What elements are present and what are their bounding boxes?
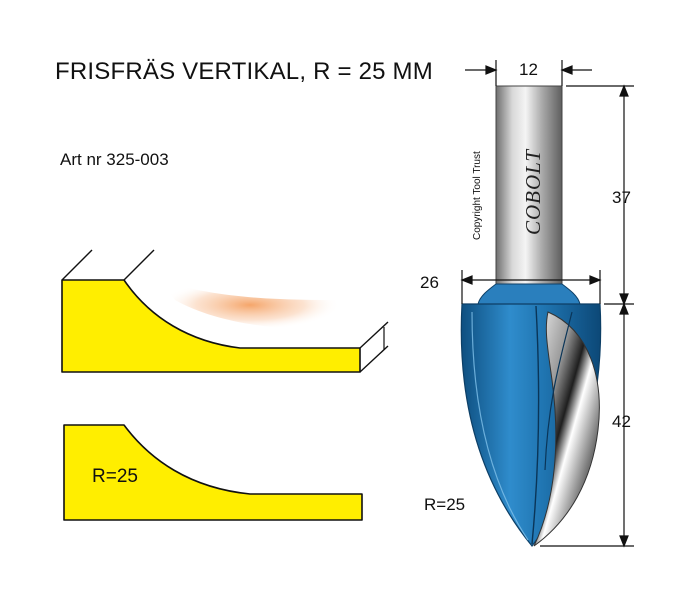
- workpiece-3d-face: [61, 279, 361, 373]
- page-title: FRISFRÄS VERTIKAL, R = 25 MM: [55, 58, 433, 85]
- dimension-cutter-diameter: 26: [420, 273, 439, 292]
- article-number: Art nr 325-003: [60, 150, 169, 169]
- workpiece-3d: [61, 249, 389, 373]
- router-bit: [460, 85, 602, 547]
- dimension-shank-diameter: 12: [519, 60, 538, 79]
- workpiece-profile: [63, 424, 363, 521]
- profile-shape: [63, 424, 363, 521]
- dimension-lines: [460, 60, 634, 548]
- radius-label-bit: R=25: [424, 495, 466, 514]
- dimension-shank-length: 37: [612, 188, 631, 207]
- copyright-text: Copyright Tool Trust: [472, 151, 483, 240]
- radius-label-profile: R=25: [92, 466, 138, 487]
- brand-logo: COBOLT: [521, 148, 545, 235]
- chip-swirl: [160, 280, 340, 330]
- cutter-blade: [533, 311, 600, 547]
- dimension-cutter-length: 42: [612, 412, 631, 431]
